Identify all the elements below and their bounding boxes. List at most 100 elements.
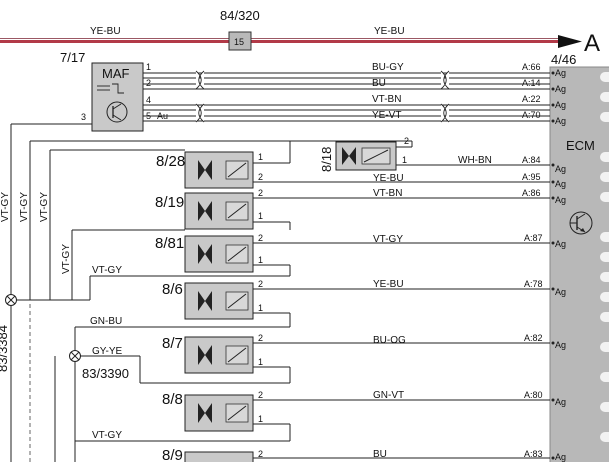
ecm-pin: A:66 bbox=[522, 62, 541, 72]
injector-pin: 2 bbox=[258, 390, 263, 400]
ecm-pin: A:95 bbox=[522, 172, 541, 182]
solenoid-icon bbox=[198, 291, 205, 311]
coil-icon bbox=[227, 203, 247, 219]
wire-color: BU bbox=[372, 78, 386, 89]
wire-color: BU-GY bbox=[372, 62, 404, 73]
injector-8-9[interactable]: 8/9 2 BU A:83 bbox=[162, 447, 550, 462]
injector-pin: 1 bbox=[258, 414, 263, 424]
airflow-icon bbox=[97, 83, 124, 94]
solenoid-icon bbox=[205, 244, 212, 264]
injector-8-6[interactable]: 8/6 2 1 YE-BU A:78 bbox=[162, 279, 550, 327]
pin-suffix: Ag bbox=[555, 340, 566, 350]
maf-ref: 7/17 bbox=[60, 50, 85, 65]
splice-cross bbox=[6, 295, 16, 305]
ecm-socket bbox=[600, 312, 609, 322]
arrow-icon bbox=[558, 35, 582, 48]
pin-suffix: Ag bbox=[555, 397, 566, 407]
injector-pin: 1 bbox=[258, 152, 263, 162]
ground-wire-label: VT-GY bbox=[61, 244, 72, 274]
ecm-pin: A:78 bbox=[524, 279, 543, 289]
ground-wire-label: GY-YE bbox=[92, 346, 123, 357]
injector-8-8[interactable]: 8/8 2 1 GN-VT A:80 bbox=[162, 390, 550, 441]
ground-wire-label: GN-BU bbox=[90, 316, 122, 327]
ecm-pin: A:86 bbox=[522, 188, 541, 198]
wire-color: YE-BU bbox=[373, 279, 404, 290]
solenoid-icon bbox=[205, 345, 212, 365]
maf-pin: 3 bbox=[81, 112, 86, 122]
valve-ref: 8/18 bbox=[319, 147, 334, 172]
injector-body bbox=[184, 451, 254, 462]
pin-suffix: Ag bbox=[555, 239, 566, 249]
ecm-socket bbox=[600, 252, 609, 262]
twist-icon bbox=[195, 70, 450, 123]
coil-icon bbox=[227, 347, 247, 363]
ecm-socket bbox=[600, 112, 609, 122]
injector-ref: 8/6 bbox=[162, 281, 183, 298]
solenoid-icon bbox=[198, 403, 205, 423]
maf-wires: BU-GY BU VT-BN YE-VT A:66 A:14 A:22 A:70 bbox=[143, 62, 550, 123]
wire-color: YE-BU bbox=[373, 173, 404, 184]
pin-suffix: Ag bbox=[555, 164, 566, 174]
splice-3390[interactable]: 83/3390 bbox=[69, 350, 130, 382]
valve-pin: 2 bbox=[404, 136, 409, 146]
pin-suffix: Ag bbox=[555, 68, 566, 78]
ecm-socket bbox=[600, 72, 609, 82]
coil-icon bbox=[227, 246, 247, 262]
wire-color: BU bbox=[373, 449, 387, 460]
injector-ref: 8/7 bbox=[162, 335, 183, 352]
ecm-pin: A:83 bbox=[524, 449, 543, 459]
ecm-socket bbox=[600, 372, 609, 382]
maf-pin: 1 bbox=[146, 62, 151, 72]
maf-sensor[interactable]: 7/17 MAF 1 2 4 5 Au 3 bbox=[60, 50, 168, 132]
ecm-socket bbox=[600, 342, 609, 352]
coil-icon bbox=[227, 162, 247, 178]
ecm-pin: A:22 bbox=[522, 94, 541, 104]
ground-wire-label: VT-GY bbox=[92, 430, 122, 441]
injector-pin: 1 bbox=[258, 357, 263, 367]
splice-ref: 83/3384 bbox=[0, 325, 10, 372]
solenoid-icon bbox=[198, 201, 205, 221]
splice-3384[interactable]: 83/3384 bbox=[0, 294, 17, 373]
pin-suffix: Ag bbox=[555, 287, 566, 297]
injector-pin: 2 bbox=[258, 188, 263, 198]
transistor-icon bbox=[569, 211, 593, 235]
maf-pin: 4 bbox=[146, 95, 151, 105]
ecm-socket bbox=[600, 232, 609, 242]
wire-color: BU-OG bbox=[373, 335, 406, 346]
injector-ref: 8/8 bbox=[162, 391, 183, 408]
solenoid-icon bbox=[198, 244, 205, 264]
injector-ref: 8/9 bbox=[162, 447, 183, 462]
wire-color: GN-VT bbox=[373, 390, 404, 401]
ecm-pin-suffixes: Ag Ag Ag Ag Ag Ag Ag Ag Ag Ag Ag Ag bbox=[551, 68, 566, 462]
injector-8-81[interactable]: 8/81 2 1 VT-GY A:87 bbox=[155, 233, 550, 276]
valve-pin: 1 bbox=[402, 155, 407, 165]
injector-pin: 2 bbox=[258, 233, 263, 243]
ecm-label: ECM bbox=[566, 138, 595, 153]
ecm-module[interactable]: 4/46 ECM bbox=[549, 52, 609, 462]
fuse-box[interactable] bbox=[228, 31, 252, 51]
ecm-socket bbox=[600, 292, 609, 302]
injector-8-7[interactable]: 8/7 2 1 BU-OG A:82 bbox=[162, 333, 550, 383]
bus-ref: 84/320 bbox=[220, 8, 260, 23]
coil-icon bbox=[363, 149, 389, 163]
pin-suffix: Ag bbox=[555, 84, 566, 94]
injector-pin: 2 bbox=[258, 449, 263, 459]
ecm-socket bbox=[600, 92, 609, 102]
ground-wire-label: VT-GY bbox=[0, 192, 11, 222]
injector-8-19[interactable]: 8/19 2 1 VT-BN A:86 bbox=[155, 188, 550, 230]
ecm-pin: A:84 bbox=[522, 155, 541, 165]
ground-wire-label: VT-GY bbox=[39, 192, 50, 222]
injector-ref: 8/81 bbox=[155, 235, 184, 252]
wire-color: VT-GY bbox=[373, 234, 403, 245]
injector-pin: 2 bbox=[258, 172, 263, 182]
ecm-pin: A:70 bbox=[522, 110, 541, 120]
injector-pin: 1 bbox=[258, 303, 263, 313]
ecm-pin: A:14 bbox=[522, 78, 541, 88]
injector-body bbox=[184, 151, 254, 189]
maf-body bbox=[91, 62, 144, 132]
valve-8-18[interactable]: 8/18 2 1 WH-BN A:84 bbox=[290, 136, 550, 172]
pin-suffix: Ag bbox=[555, 179, 566, 189]
coil-icon bbox=[227, 405, 247, 421]
injector-8-28[interactable]: 8/28 1 2 YE-BU A:95 bbox=[156, 151, 550, 189]
